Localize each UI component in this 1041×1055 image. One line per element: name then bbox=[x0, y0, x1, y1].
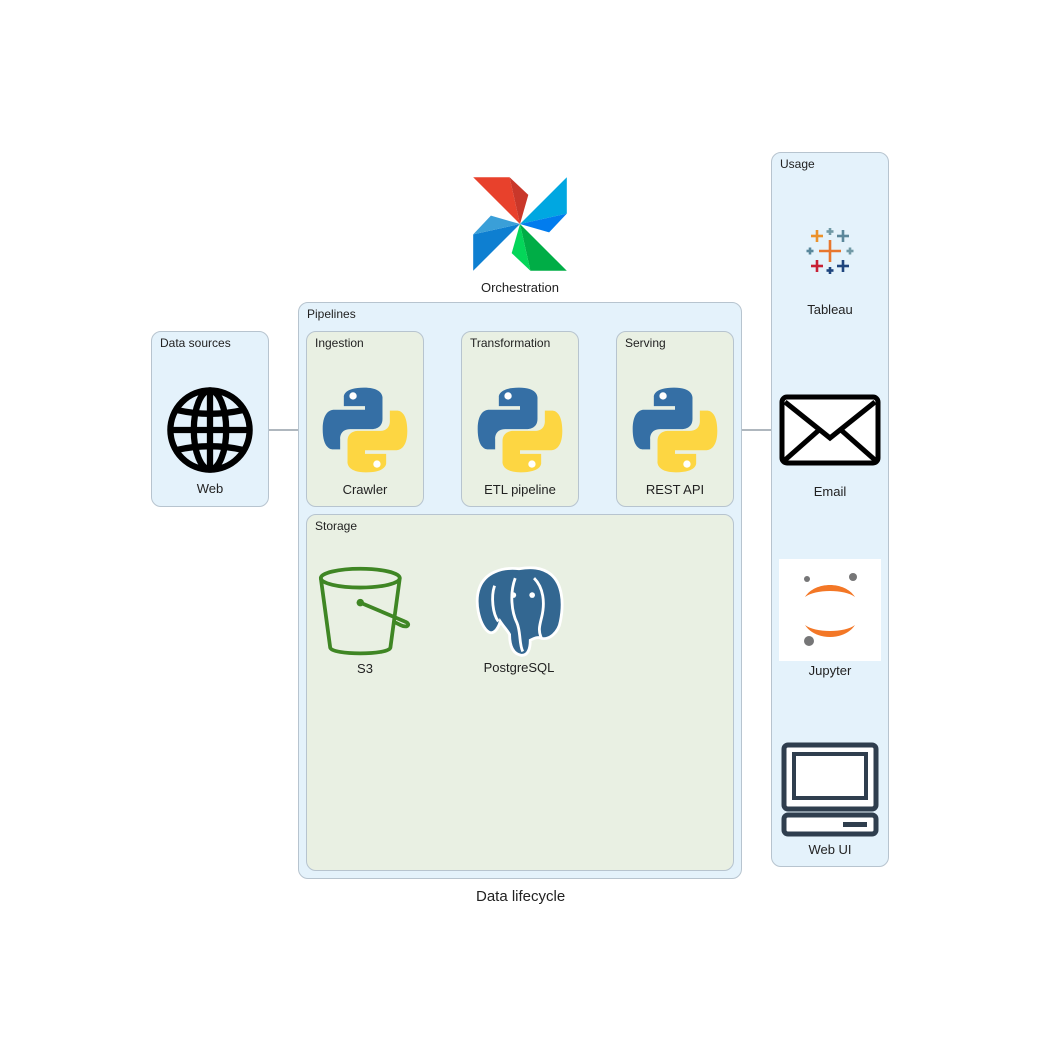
node-label-jupyter: Jupyter bbox=[808, 663, 852, 678]
python-icon bbox=[322, 387, 408, 473]
bucket-icon bbox=[318, 566, 411, 656]
node-label-rest-api: REST API bbox=[645, 482, 705, 497]
node-label-email: Email bbox=[813, 484, 847, 499]
node-label-tableau: Tableau bbox=[807, 302, 853, 317]
envelope-icon bbox=[779, 394, 881, 466]
tableau-icon bbox=[806, 228, 854, 274]
python-icon bbox=[632, 387, 718, 473]
node-label-crawler: Crawler bbox=[342, 482, 388, 497]
group-label-data-sources: Data sources bbox=[160, 336, 231, 350]
node-label-postgresql: PostgreSQL bbox=[483, 660, 555, 675]
node-postgresql: PostgreSQL bbox=[459, 564, 579, 675]
group-label-transformation: Transformation bbox=[470, 336, 551, 350]
node-label-web-ui: Web UI bbox=[808, 842, 852, 857]
diagram-title: Data lifecycle bbox=[476, 888, 566, 905]
node-web-ui: Web UI bbox=[770, 742, 890, 857]
group-label-serving: Serving bbox=[625, 336, 666, 350]
node-label-s3: S3 bbox=[357, 661, 373, 676]
python-icon bbox=[477, 387, 563, 473]
node-etl: ETL pipeline bbox=[460, 384, 580, 497]
node-s3: S3 bbox=[305, 565, 425, 676]
node-label-web: Web bbox=[196, 481, 224, 496]
node-crawler: Crawler bbox=[305, 384, 425, 497]
group-label-storage: Storage bbox=[315, 519, 358, 533]
postgresql-elephant-icon bbox=[475, 566, 564, 657]
node-tableau: Tableau bbox=[770, 226, 890, 317]
node-rest-api: REST API bbox=[615, 384, 735, 497]
computer-icon bbox=[781, 742, 879, 837]
globe-icon bbox=[167, 387, 253, 473]
group-label-ingestion: Ingestion bbox=[315, 336, 364, 350]
group-label-pipelines: Pipelines bbox=[307, 307, 356, 321]
group-label-usage: Usage bbox=[780, 157, 815, 171]
node-email: Email bbox=[770, 394, 890, 499]
orchestration-node: Orchestration bbox=[460, 172, 580, 295]
node-web: Web bbox=[150, 385, 270, 496]
node-jupyter: Jupyter bbox=[770, 559, 890, 678]
jupyter-icon bbox=[779, 559, 881, 661]
node-label-etl: ETL pipeline bbox=[484, 482, 556, 497]
airflow-pinwheel-icon bbox=[473, 177, 567, 271]
orchestration-label: Orchestration bbox=[480, 280, 560, 295]
